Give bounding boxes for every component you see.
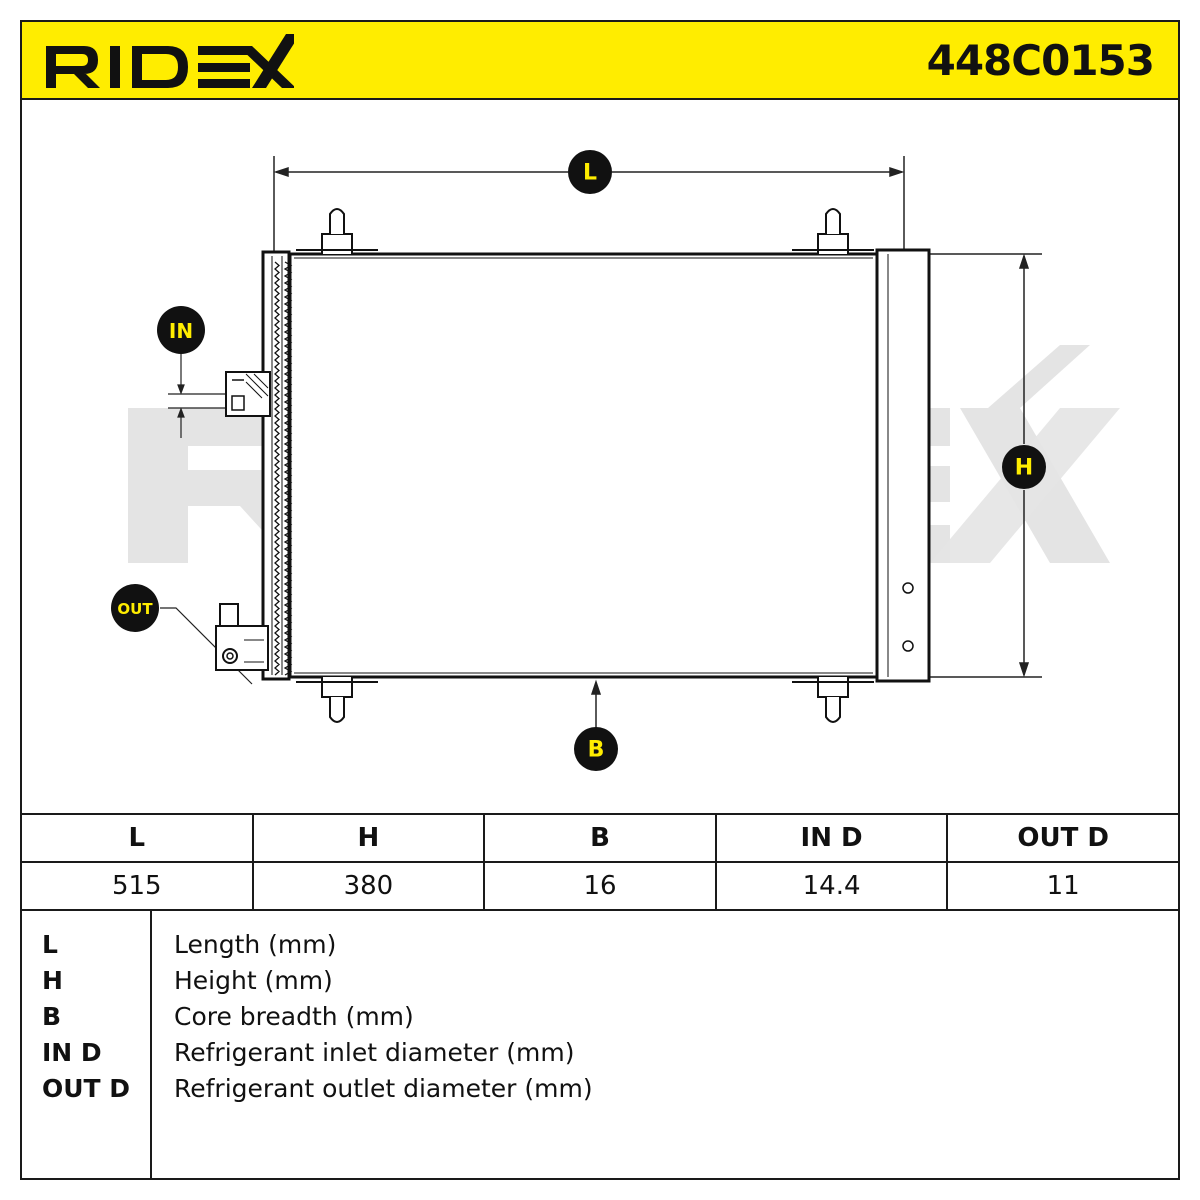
legend-item: IN D Refrigerant inlet diameter (mm) xyxy=(22,1035,1122,1071)
legend-box: L Length (mm) H Height (mm) B Core bread… xyxy=(20,910,1180,1180)
legend-divider xyxy=(150,910,152,1178)
dimensions-table: L H B IN D OUT D 515 380 16 14.4 11 xyxy=(20,813,1180,911)
legend-description: Refrigerant inlet diameter (mm) xyxy=(174,1038,575,1067)
legend-description: Core breadth (mm) xyxy=(174,1002,414,1031)
header-cell-l: L xyxy=(20,813,254,863)
value-cell-out-d: 11 xyxy=(946,861,1180,911)
legend-code: H xyxy=(42,966,63,995)
header-bar: 448C0153 xyxy=(20,20,1180,100)
legend-code: B xyxy=(42,1002,62,1031)
header-cell-b: B xyxy=(483,813,717,863)
header-cell-h: H xyxy=(251,813,486,863)
legend-code: OUT D xyxy=(42,1074,131,1103)
legend-item: L Length (mm) xyxy=(22,927,1122,963)
label-h-text: H xyxy=(1015,456,1033,481)
ridex-logo xyxy=(46,34,294,88)
fin-zigzag xyxy=(283,261,293,676)
header-cell-in-d: IN D xyxy=(714,813,949,863)
label-l-badge: L xyxy=(568,150,612,194)
table-value-row: 515 380 16 14.4 11 xyxy=(20,861,1180,911)
label-in-badge: IN xyxy=(157,306,205,354)
part-number: 448C0153 xyxy=(926,36,1155,85)
tank-zigzag xyxy=(274,261,280,676)
label-in-text: IN xyxy=(169,319,193,343)
value-cell-in-d: 14.4 xyxy=(714,861,949,911)
legend-description: Refrigerant outlet diameter (mm) xyxy=(174,1074,593,1103)
label-l-text: L xyxy=(583,161,597,186)
dimension-length xyxy=(273,156,905,254)
label-out-badge: OUT xyxy=(111,584,159,632)
legend-item: H Height (mm) xyxy=(22,963,1122,999)
label-out-text: OUT xyxy=(117,600,153,618)
legend-item: B Core breadth (mm) xyxy=(22,999,1122,1035)
value-cell-h: 380 xyxy=(251,861,486,911)
table-header-row: L H B IN D OUT D xyxy=(20,813,1180,863)
label-b-badge: B xyxy=(574,727,618,771)
value-cell-b: 16 xyxy=(483,861,717,911)
legend-code: L xyxy=(42,930,58,959)
condenser-body xyxy=(215,208,931,723)
label-b-text: B xyxy=(588,738,605,763)
legend-description: Height (mm) xyxy=(174,966,333,995)
legend-code: IN D xyxy=(42,1038,102,1067)
header-cell-out-d: OUT D xyxy=(946,813,1180,863)
legend-item: OUT D Refrigerant outlet diameter (mm) xyxy=(22,1071,1122,1107)
label-h-badge: H xyxy=(1002,445,1046,489)
legend-description: Length (mm) xyxy=(174,930,337,959)
inlet-dimension xyxy=(168,354,228,438)
value-cell-l: 515 xyxy=(20,861,254,911)
condenser-fins xyxy=(274,261,293,676)
dimension-breadth xyxy=(590,679,602,728)
dimension-height xyxy=(930,253,1042,678)
